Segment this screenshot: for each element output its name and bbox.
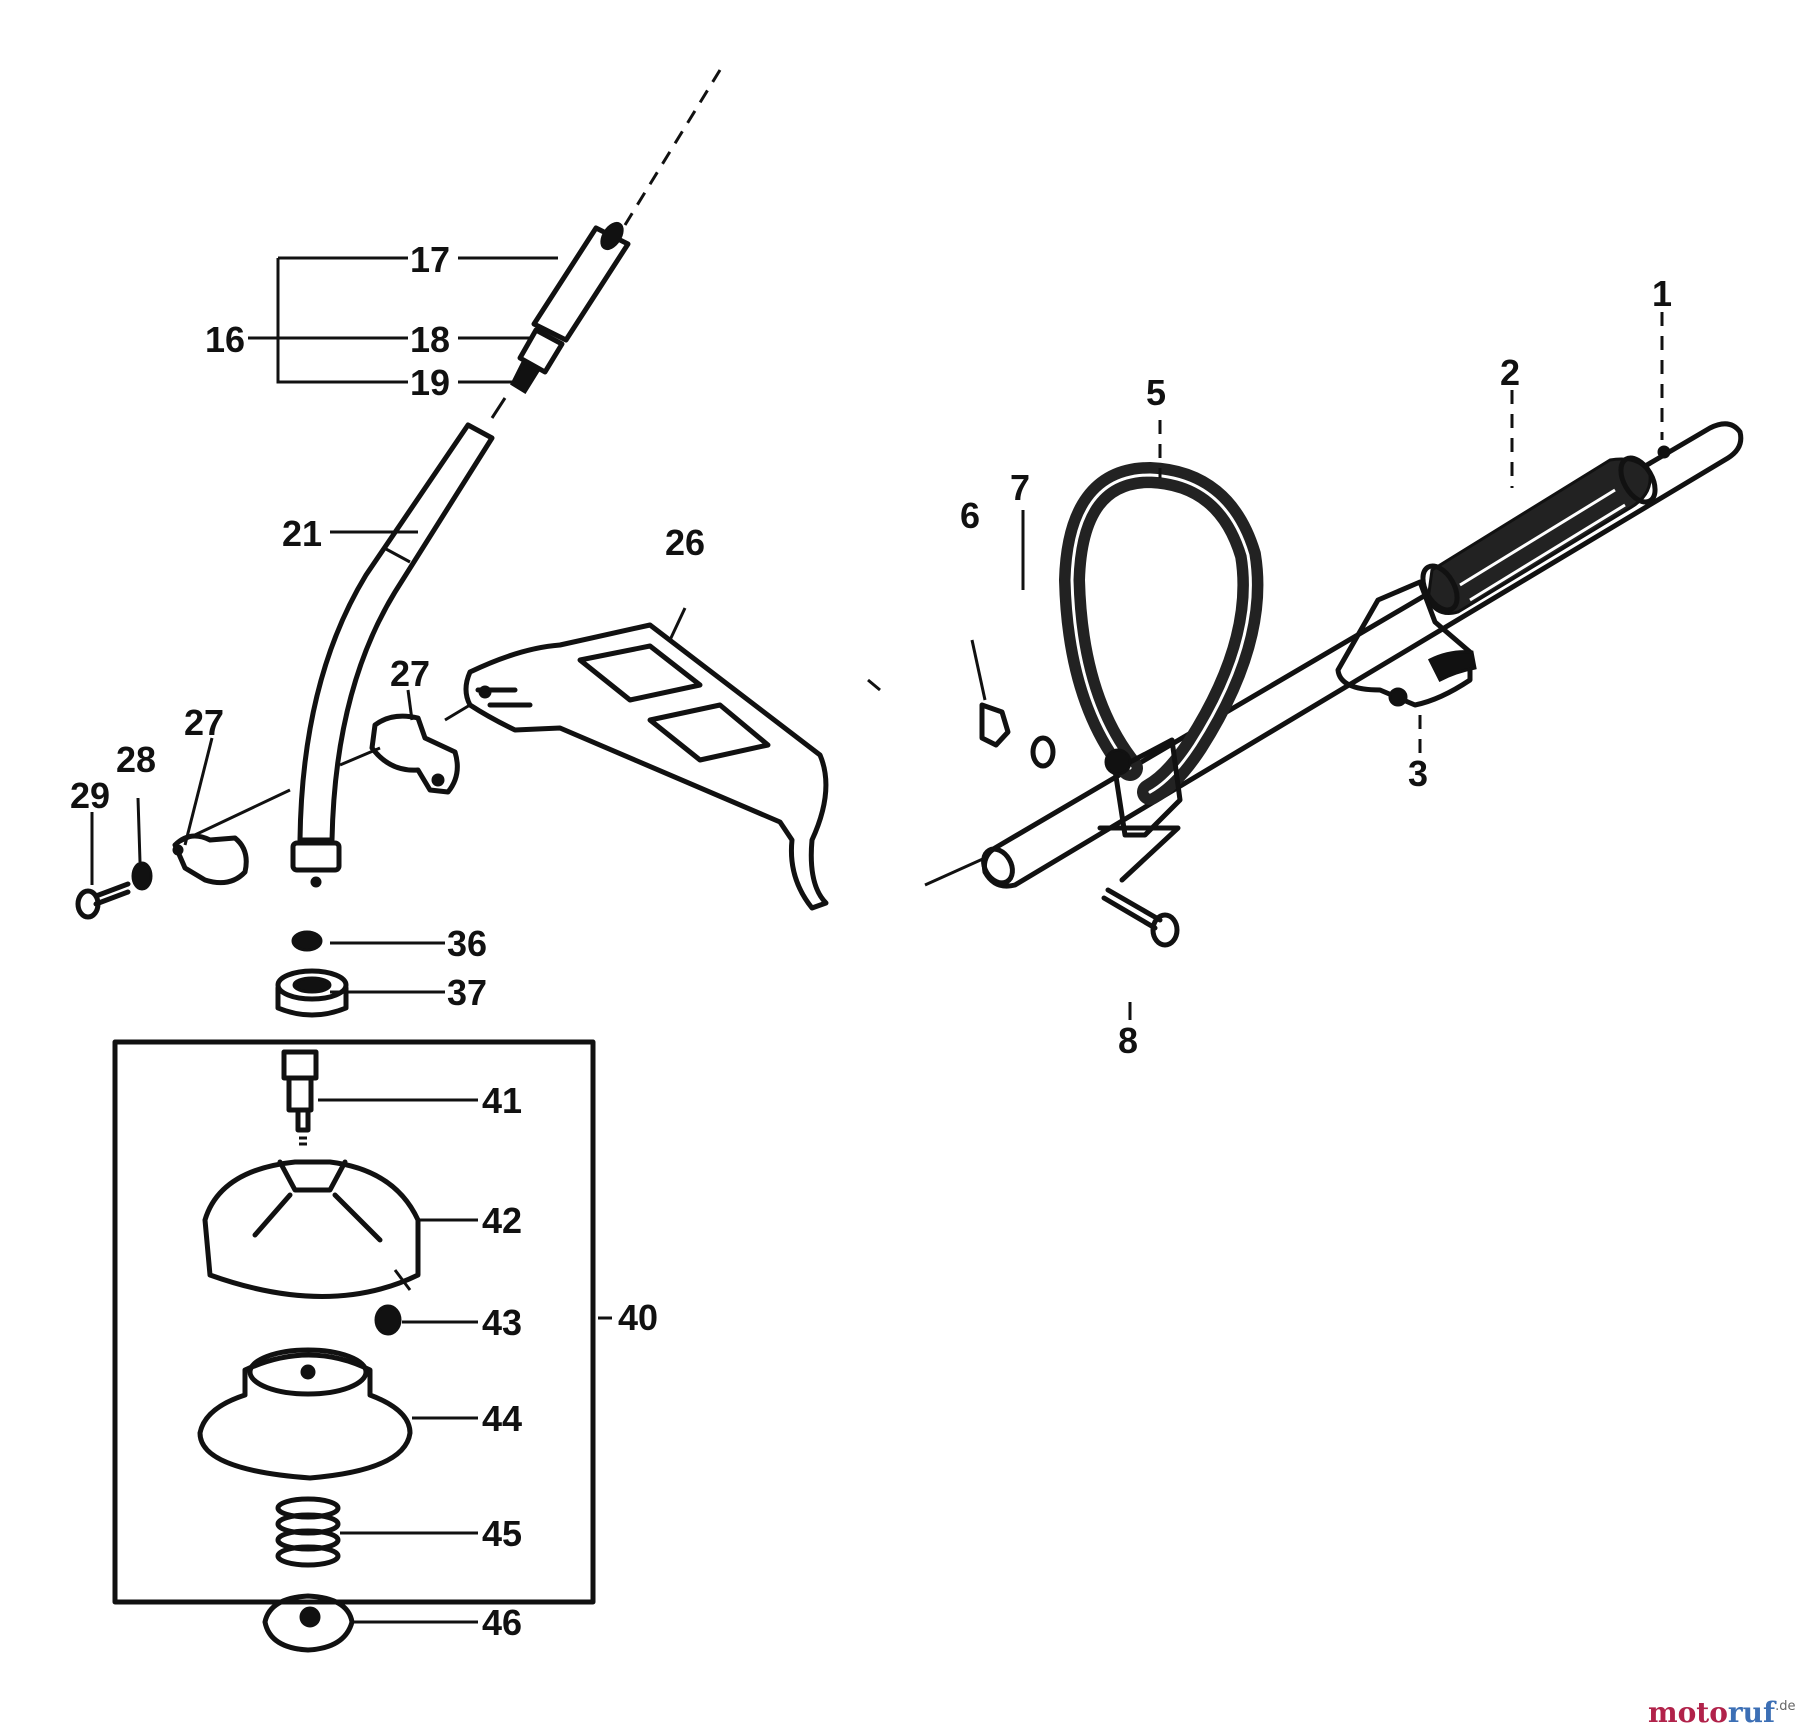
part-42-spool-housing <box>202 1159 421 1299</box>
part-27-lower-clamp <box>172 833 249 886</box>
part-36-washer <box>291 930 323 952</box>
label-18: 18 <box>410 319 450 360</box>
label-41: 41 <box>482 1080 522 1121</box>
label-6: 6 <box>960 495 980 536</box>
part-40-assembly-box <box>112 1039 596 1605</box>
part-18-coupling <box>517 327 565 375</box>
label-17: 17 <box>410 239 450 280</box>
label-29: 29 <box>70 775 110 816</box>
part-19-shaft-tip <box>510 359 541 395</box>
part-3-throttle-trigger <box>1335 579 1477 708</box>
svg-text:motoruf.de: motoruf.de <box>1648 1696 1795 1729</box>
part-1-end-cap <box>1657 445 1671 459</box>
part-26-guard <box>463 622 829 911</box>
part-41-arbor-bolt <box>281 1049 319 1146</box>
part-29-screw <box>75 881 131 920</box>
part-5-loop-handle <box>1059 462 1264 838</box>
label-19: 19 <box>410 362 450 403</box>
part-8-bolt <box>1097 825 1181 1020</box>
label-2: 2 <box>1500 352 1520 393</box>
label-46: 46 <box>482 1602 522 1643</box>
part-43-eyelet <box>374 1304 402 1336</box>
label-42: 42 <box>482 1200 522 1241</box>
part-handle-tube <box>924 421 1744 889</box>
label-1: 1 <box>1652 273 1672 314</box>
watermark-tld: .de <box>1775 1699 1795 1714</box>
label-27-lower: 27 <box>184 702 224 743</box>
left-leader-lines <box>90 256 687 1624</box>
label-5: 5 <box>1146 372 1166 413</box>
label-8: 8 <box>1118 1020 1138 1061</box>
label-27-upper: 27 <box>390 653 430 694</box>
label-7: 7 <box>1010 467 1030 508</box>
watermark-ruf: ruf <box>1728 1696 1777 1729</box>
label-36: 36 <box>447 923 487 964</box>
part-labels: 1 2 3 5 6 7 8 16 17 18 19 21 26 27 27 28… <box>70 239 1672 1643</box>
part-37-hub-nut <box>275 968 349 1018</box>
part-2-grip <box>1420 455 1658 615</box>
label-45: 45 <box>482 1513 522 1554</box>
part-28-lock-washer <box>131 861 153 891</box>
label-3: 3 <box>1408 753 1428 794</box>
watermark-logo: motoruf.de <box>1648 1696 1795 1729</box>
label-40: 40 <box>618 1297 658 1338</box>
part-21-curved-tube <box>290 422 495 888</box>
part-7-washer <box>1021 510 1056 769</box>
part-6-wing-nut <box>970 639 1011 748</box>
part-44-spool <box>197 1347 413 1481</box>
part-45-spring <box>275 1496 341 1568</box>
right-leader-lines <box>867 312 1664 755</box>
shaft-axis-line <box>623 69 722 226</box>
label-28: 28 <box>116 739 156 780</box>
label-43: 43 <box>482 1302 522 1343</box>
part-46-bump-knob <box>262 1593 355 1653</box>
label-16: 16 <box>205 319 245 360</box>
shaft-stub <box>490 397 507 419</box>
label-26: 26 <box>665 522 705 563</box>
watermark-moto: moto <box>1648 1696 1728 1729</box>
label-37: 37 <box>447 972 487 1013</box>
label-21: 21 <box>282 513 322 554</box>
part-17-shaft-sleeve <box>531 221 631 343</box>
label-44: 44 <box>482 1398 522 1439</box>
part-27-upper-clamp <box>369 713 460 795</box>
